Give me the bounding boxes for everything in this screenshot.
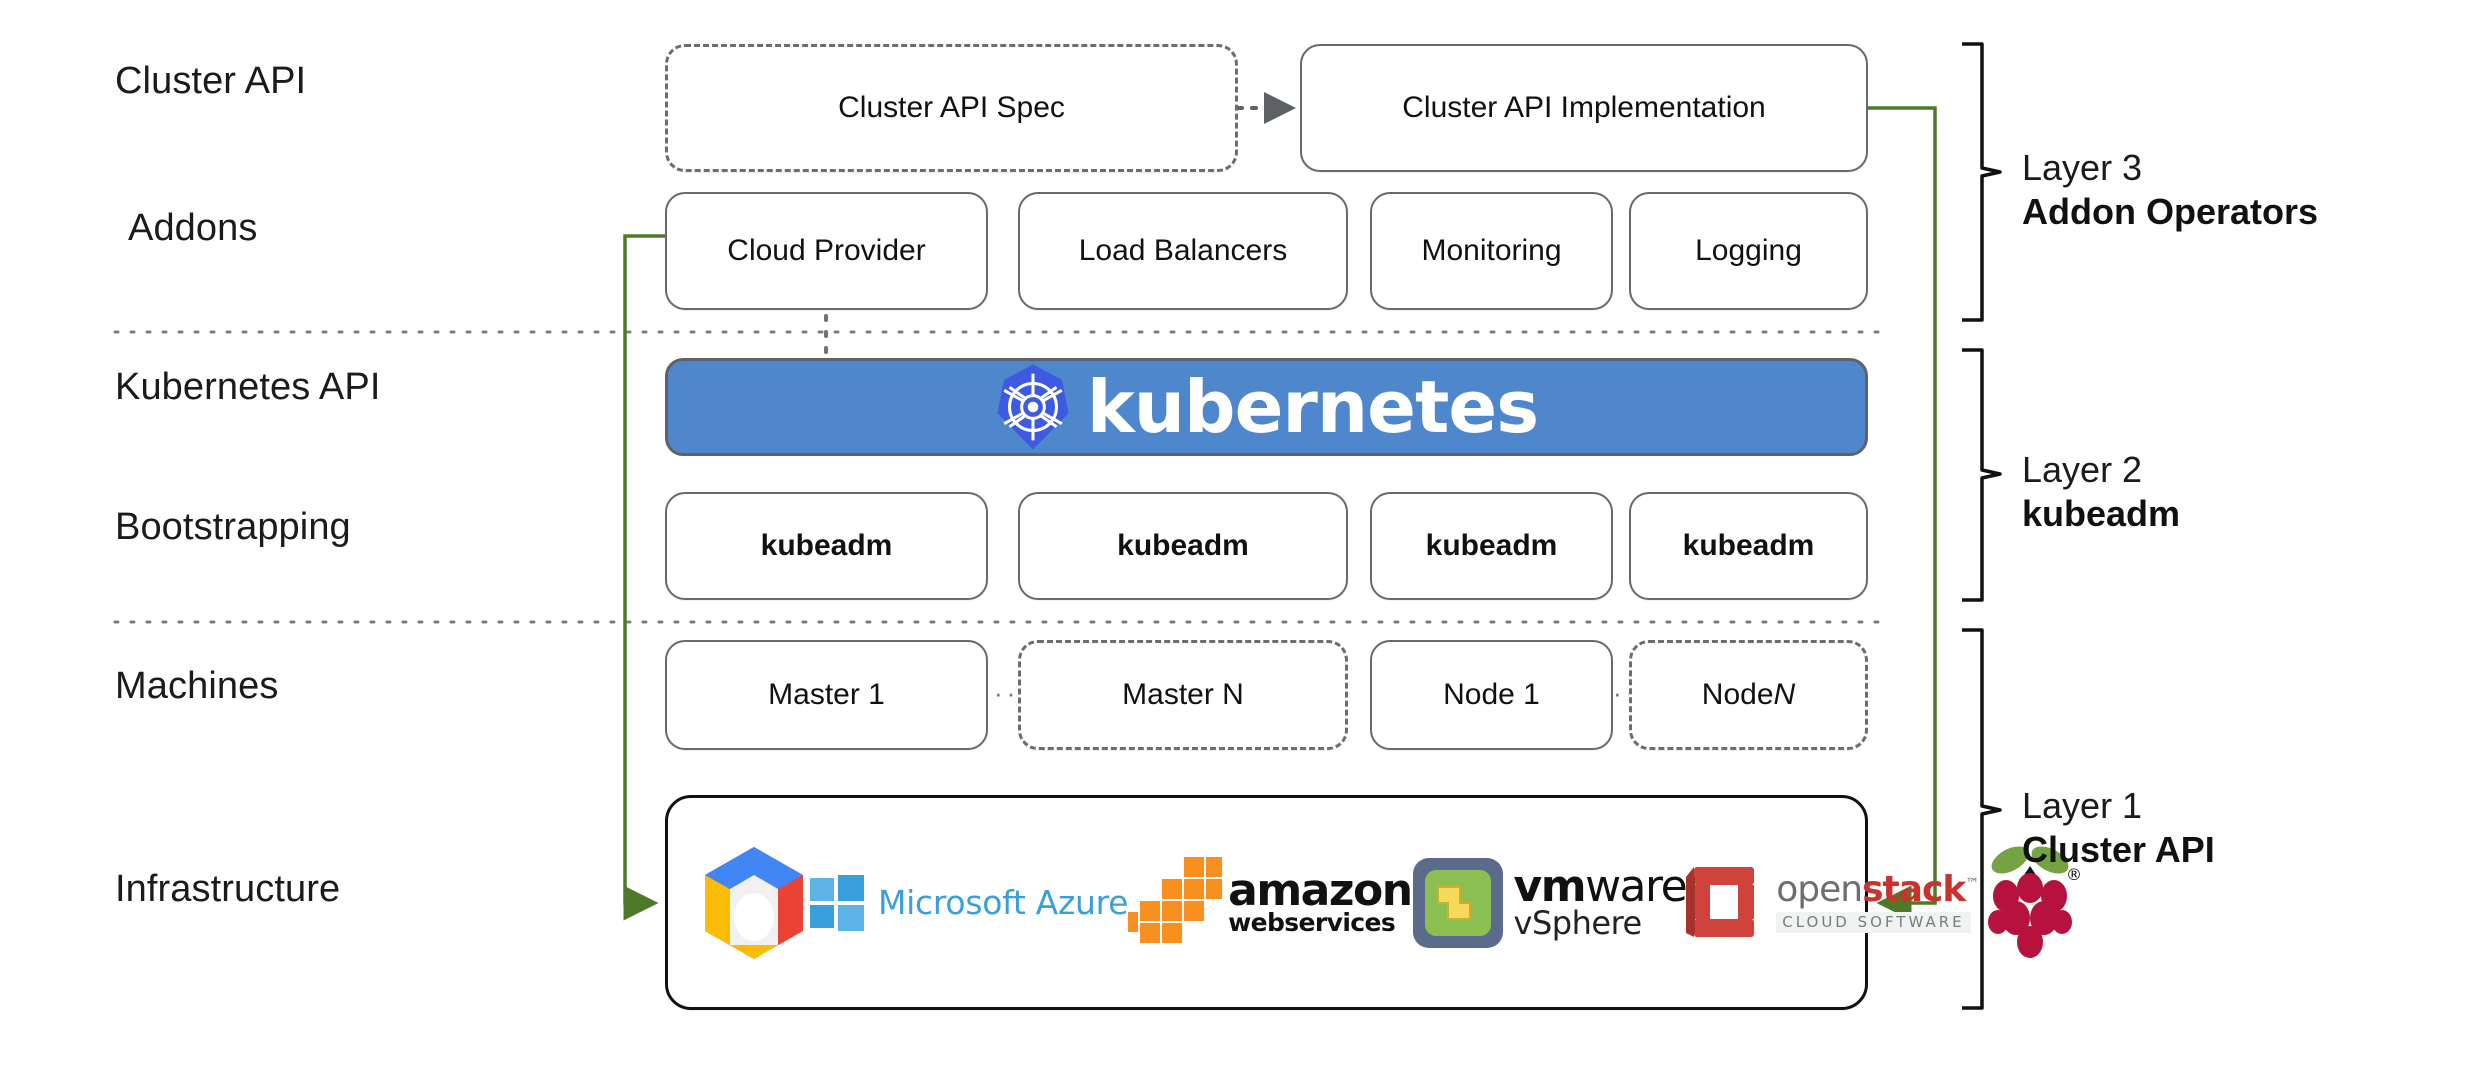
vmware-vsphere-icon[interactable]: vmware vSphere: [1412, 857, 1688, 949]
box-master-n[interactable]: Master N: [1018, 640, 1348, 750]
box-label: Node: [1701, 678, 1774, 711]
green-route-right: [1868, 106, 1937, 921]
infrastructure-logo-strip: Microsoft Azure amazon webservices: [700, 835, 2082, 970]
box-logging[interactable]: Logging: [1629, 192, 1868, 310]
vmware-label-vm: vm: [1513, 861, 1587, 913]
box-label: Master N: [1122, 678, 1244, 711]
kubernetes-wordmark: kubernetes: [1086, 365, 1539, 449]
box-node-1[interactable]: Node 1: [1370, 640, 1613, 750]
microsoft-azure-icon[interactable]: Microsoft Azure: [808, 874, 1128, 932]
raspberry-pi-icon[interactable]: ®: [1978, 842, 2082, 964]
box-kubeadm-1[interactable]: kubeadm: [665, 492, 988, 600]
box-label: kubeadm: [760, 529, 893, 562]
openstack-label-open: open: [1776, 869, 1863, 910]
row-label-infrastructure: Infrastructure: [115, 868, 341, 910]
box-master-1[interactable]: Master 1: [665, 640, 988, 750]
layer-3-line2: Addon Operators: [2022, 190, 2319, 232]
box-kubeadm-2[interactable]: kubeadm: [1018, 492, 1348, 600]
layer-2-line2: kubeadm: [2022, 492, 2181, 534]
layer-3-label: Layer 3 Addon Operators: [2022, 146, 2318, 234]
layer-3-line1: Layer 3: [2022, 147, 2143, 188]
box-kubeadm-3[interactable]: kubeadm: [1370, 492, 1613, 600]
box-label: kubeadm: [1425, 529, 1558, 562]
box-label: Node 1: [1443, 678, 1540, 711]
box-label: Cluster API Implementation: [1402, 91, 1766, 124]
row-label-machines: Machines: [115, 665, 279, 707]
box-kubeadm-4[interactable]: kubeadm: [1629, 492, 1868, 600]
layer-1-line2: Cluster API: [2022, 828, 2215, 870]
box-cloud-provider[interactable]: Cloud Provider: [665, 192, 988, 310]
box-cluster-api-implementation[interactable]: Cluster API Implementation: [1300, 44, 1868, 172]
google-cloud-platform-icon[interactable]: [700, 844, 808, 962]
microsoft-azure-label: Microsoft Azure: [878, 883, 1129, 922]
bracket-layer-2: [1962, 348, 2002, 602]
row-label-bootstrapping: Bootstrapping: [115, 506, 351, 548]
box-label: Load Balancers: [1078, 234, 1288, 267]
box-monitoring[interactable]: Monitoring: [1370, 192, 1613, 310]
box-label: Master 1: [768, 678, 885, 711]
openstack-icon[interactable]: openstack™ CLOUD SOFTWARE: [1686, 861, 1979, 945]
kubernetes-helm-wheel-icon: [997, 364, 1069, 450]
openstack-label-cloud-software: CLOUD SOFTWARE: [1776, 912, 1971, 933]
box-label: Cloud Provider: [727, 234, 926, 267]
box-load-balancers[interactable]: Load Balancers: [1018, 192, 1348, 310]
openstack-label-stack: stack: [1862, 869, 1966, 910]
amazon-web-services-icon[interactable]: amazon webservices: [1128, 853, 1413, 953]
trademark-mark: ™: [1965, 876, 1979, 892]
green-route-left: [623, 234, 665, 921]
box-node-n[interactable]: Node N: [1629, 640, 1868, 750]
box-label: kubeadm: [1117, 529, 1249, 562]
vmware-label-ware: ware: [1585, 861, 1688, 913]
svg-text:®: ®: [2066, 865, 2082, 884]
bracket-layer-3: [1962, 42, 2002, 322]
box-label: Cluster API Spec: [838, 91, 1065, 124]
aws-label-webservices: webservices: [1228, 908, 1396, 938]
box-cluster-api-spec[interactable]: Cluster API Spec: [665, 44, 1238, 172]
layer-2-line1: Layer 2: [2022, 449, 2143, 490]
layer-1-line1: Layer 1: [2022, 785, 2143, 826]
box-infrastructure[interactable]: [665, 795, 1868, 1010]
row-label-cluster-api: Cluster API: [115, 60, 307, 102]
row-label-addons: Addons: [128, 207, 258, 249]
box-label: Logging: [1695, 234, 1802, 267]
box-label: kubeadm: [1682, 529, 1815, 562]
box-label: Monitoring: [1421, 234, 1562, 267]
layer-2-label: Layer 2 kubeadm: [2022, 448, 2180, 536]
box-label-italic-suffix: N: [1773, 678, 1796, 711]
layer-1-label: Layer 1 Cluster API: [2022, 784, 2215, 872]
row-label-kubernetes-api: Kubernetes API: [115, 366, 381, 408]
aws-label-amazon: amazon: [1228, 864, 1413, 916]
kubernetes-banner[interactable]: kubernetes: [665, 358, 1868, 456]
vmware-label-vsphere: vSphere: [1513, 904, 1643, 943]
